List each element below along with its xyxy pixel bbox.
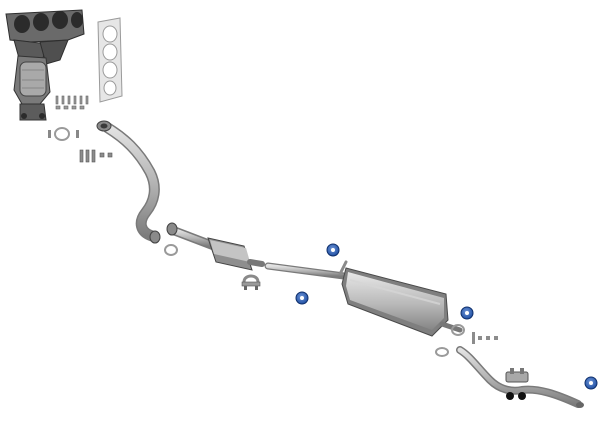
rubber-hanger-1 <box>326 243 340 257</box>
catalytic-flange-gasket <box>48 127 79 141</box>
muffler <box>341 267 463 337</box>
rubber-hanger-2 <box>295 291 309 305</box>
exhaust-clamp <box>241 274 261 290</box>
mid-pipe <box>264 260 348 280</box>
converter-gasket <box>164 244 178 256</box>
tailpipe-bracket <box>505 368 529 383</box>
manifold-gasket <box>97 17 123 103</box>
exhaust-manifold <box>5 9 85 121</box>
manifold-hardware <box>55 95 89 110</box>
rubber-isolators <box>506 392 526 400</box>
muffler-hardware <box>435 324 498 357</box>
front-pipe <box>96 120 161 244</box>
rubber-hanger-3 <box>460 306 474 320</box>
tail-pipe <box>456 346 584 408</box>
flange-bolts <box>79 149 113 163</box>
rubber-hanger-4 <box>584 376 598 390</box>
intermediate-pipe-with-converter <box>166 222 265 271</box>
